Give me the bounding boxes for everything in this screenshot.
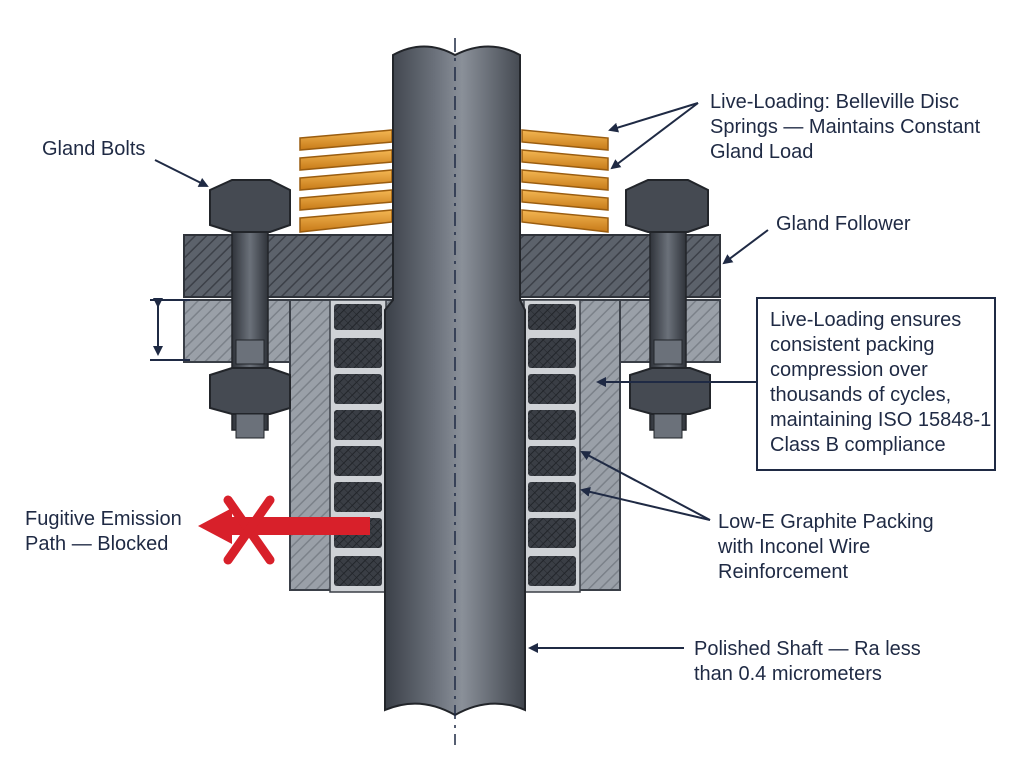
arrow-icon: [580, 451, 711, 521]
info-box-line: compression over: [770, 359, 928, 381]
polished-shaft: [384, 38, 526, 745]
arrow-icon: [722, 229, 769, 265]
gland-bolt-right: [625, 179, 711, 439]
dimension-arrow-icon: [150, 298, 190, 361]
label-polished-shaft: Polished Shaft — Ra less than 0.4 microm…: [694, 637, 921, 687]
gland-bolt-left: [209, 179, 291, 439]
label-packing-line: Reinforcement: [718, 561, 849, 583]
arrow-icon: [610, 102, 699, 170]
label-fugitive-emission: Fugitive Emission Path — Blocked: [25, 507, 182, 557]
label-shaft-line: Polished Shaft — Ra less: [694, 638, 921, 660]
label-shaft-line: than 0.4 micrometers: [694, 663, 882, 685]
leader-arrows: [154, 102, 769, 653]
label-live-loading-line: Live-Loading: Belleville Disc: [710, 91, 960, 113]
label-live-loading: Live-Loading: Belleville Disc Springs — …: [710, 90, 980, 165]
label-gland-follower: Gland Follower: [776, 213, 911, 235]
label-packing-line: with Inconel Wire: [718, 536, 871, 558]
info-box-line: thousands of cycles,: [770, 384, 952, 406]
info-box-line: Class B compliance: [770, 434, 946, 456]
packing-rings-left: [329, 299, 387, 593]
label-graphite-packing: Low-E Graphite Packing with Inconel Wire…: [718, 510, 934, 585]
label-fugitive-line: Fugitive Emission: [25, 508, 182, 530]
arrow-icon: [154, 159, 209, 187]
label-live-loading-line: Gland Load: [710, 141, 814, 163]
arrow-icon: [580, 486, 711, 521]
info-box-line: maintaining ISO 15848-1: [770, 409, 992, 431]
blocked-cross-icon: [198, 495, 370, 565]
label-fugitive-line: Path — Blocked: [25, 533, 169, 555]
label-packing-line: Low-E Graphite Packing: [718, 511, 934, 533]
label-gland-bolts: Gland Bolts: [42, 138, 146, 160]
info-box-line: consistent packing: [770, 334, 935, 356]
packing-rings-right: [523, 299, 581, 593]
info-box: Live-Loading ensures consistent packing …: [756, 297, 996, 471]
info-box-line: Live-Loading ensures: [770, 309, 962, 331]
arrow-icon: [608, 102, 699, 133]
label-live-loading-line: Springs — Maintains Constant: [710, 116, 981, 138]
